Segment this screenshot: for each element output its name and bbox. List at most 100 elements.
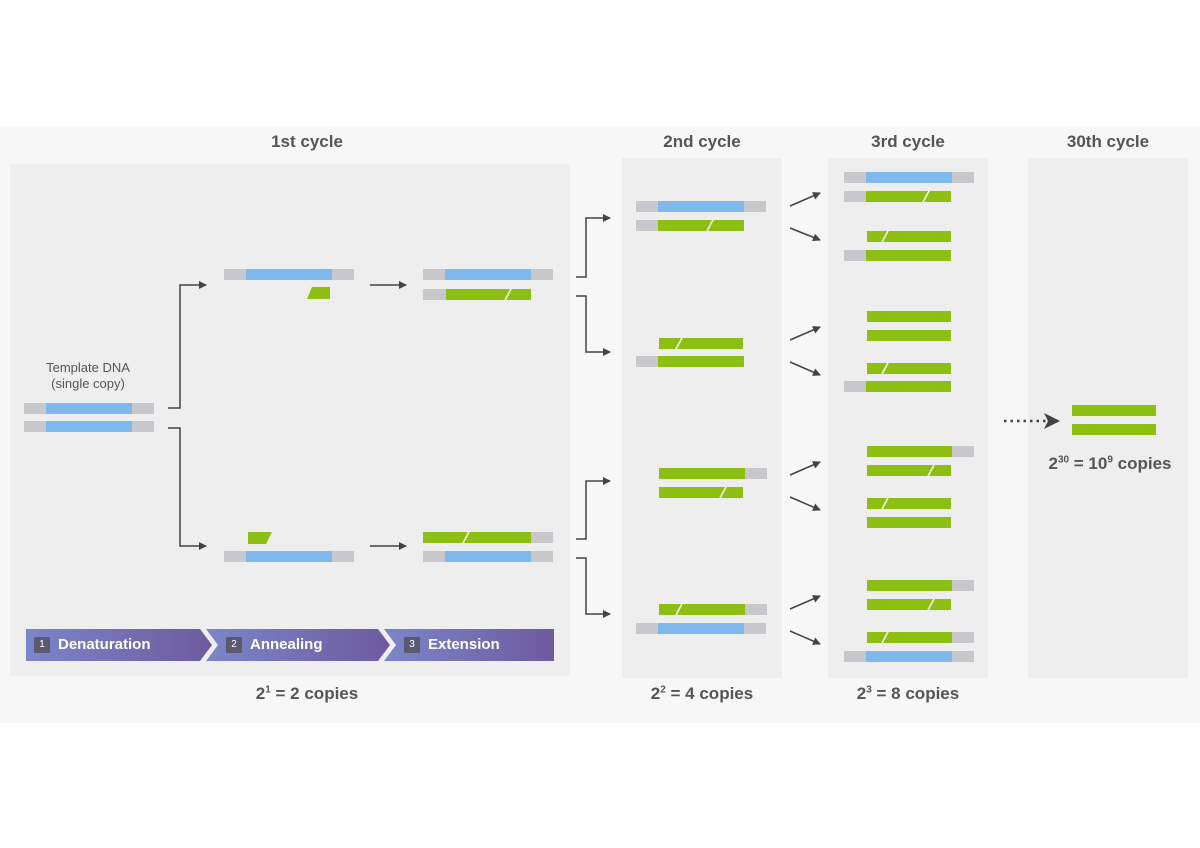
arrow-template-to-top (168, 281, 207, 409)
c1-bottom-ext-new (446, 532, 531, 543)
c3-1-template (866, 172, 952, 183)
c3-5-top (867, 446, 952, 457)
c1-top-ext-new (446, 289, 531, 300)
c2-c-new-bottom-primer-junction (719, 486, 727, 499)
c1-top-ext-template (445, 269, 531, 280)
step3-label: Extension (428, 636, 500, 653)
c3-3-bottom (867, 330, 951, 341)
template-label-line2: (single copy) (51, 376, 125, 391)
cycle1-box (10, 164, 570, 676)
step1-number: 1 (34, 637, 50, 653)
c3-exp: 3 (866, 684, 872, 696)
c3-6-top-primer-junction (881, 497, 889, 510)
c2-b-new-bottom (658, 356, 744, 367)
c3-4-top (867, 363, 951, 374)
pcr-step-bar (26, 629, 554, 661)
cycle-arrows (168, 192, 1060, 645)
c2-rest: = 4 copies (665, 684, 754, 703)
step2-label: Annealing (250, 636, 323, 653)
c1-top-primer (307, 287, 330, 299)
c3-1-new-primer-junction (922, 190, 930, 203)
cycle3-box (828, 158, 988, 678)
c30-rest: copies (1112, 454, 1172, 473)
c1-bottom-ext-template (445, 551, 531, 562)
c2-d-new (659, 604, 745, 615)
c3-7-top (867, 580, 952, 591)
template-label-line1: Template DNA (46, 360, 130, 375)
arrow-c2-to-c3-5 (789, 461, 821, 476)
cycle1-copies: 21 = 2 copies (207, 684, 407, 704)
c2-a-template (658, 201, 744, 212)
c3-5-bottom (867, 465, 951, 476)
cycle1-heading: 1st cycle (271, 132, 343, 151)
c3-7-bottom (867, 599, 951, 610)
c2-b-new-top (659, 338, 743, 349)
c1-bottom-denatured-strand (246, 551, 332, 562)
c2-c-new-bottom (659, 487, 743, 498)
c3-2-top (867, 231, 951, 242)
c3-3-top (867, 311, 951, 322)
c1-bottom-primer (248, 532, 272, 544)
arrow-c1-to-c2-b (576, 295, 611, 356)
arrow-template-to-bottom (168, 427, 207, 550)
arrow-c2-to-c3-8 (789, 630, 821, 645)
cycle2-box (622, 158, 782, 678)
arrow-c2-to-c3-3 (789, 326, 821, 341)
step-annealing-shape (206, 629, 390, 661)
c30-new-top (1072, 405, 1156, 416)
arrow-c2-to-c3-6 (789, 496, 821, 511)
c2-exp: 2 (660, 684, 666, 696)
c30-new-bottom (1072, 424, 1156, 435)
c3-7-bottom-primer-junction (927, 598, 935, 611)
c3-4-bottom (866, 381, 951, 392)
c3-4-top-primer-junction (881, 362, 889, 375)
c3-8-top (867, 632, 952, 643)
c1-bottom-ext-new-primer-junction (462, 531, 470, 544)
step-extension-shape (384, 629, 554, 661)
cycle2-heading: 2nd cycle (663, 132, 741, 151)
step-denaturation-shape (26, 629, 212, 661)
template-dna-label: Template DNA (single copy) (22, 360, 154, 392)
c3-6-top (867, 498, 951, 509)
cycle30-heading: 30th cycle (1066, 132, 1150, 151)
arrow-c2-to-c3-7 (789, 595, 821, 610)
cycle3-heading: 3rd cycle (871, 132, 945, 151)
arrow-c2-to-c3-4 (789, 361, 821, 376)
arrow-c1-to-c2-a (576, 214, 611, 278)
c3-8-template (866, 651, 952, 662)
c2-d-new-primer-junction (675, 603, 683, 616)
c3-rest: = 8 copies (871, 684, 960, 703)
c2-a-new (658, 220, 744, 231)
arrow-c1-to-c2-d (576, 557, 611, 618)
c1-top-ext-new-primer-junction (504, 288, 512, 301)
c1-top-denatured-strand (246, 269, 332, 280)
c3-2-top-primer-junction (881, 230, 889, 243)
c1-exp: 1 (265, 684, 271, 696)
arrow-c2-to-c3-1 (789, 192, 821, 207)
c1-rest: = 2 copies (270, 684, 359, 703)
c3-8-top-primer-junction (881, 631, 889, 644)
dna-strands (24, 172, 1156, 662)
c2-b-new-top-primer-junction (675, 337, 683, 350)
c3-5-bottom-primer-junction (927, 464, 935, 477)
step3-number: 3 (404, 637, 420, 653)
c2-base: 2 (650, 684, 661, 703)
c1-bottom-ext-left (423, 532, 446, 543)
cycle2-copies: 22 = 4 copies (602, 684, 802, 704)
c30-exp2: 9 (1107, 454, 1113, 466)
c30-mid: = 10 (1069, 454, 1108, 473)
c3-base: 2 (856, 684, 867, 703)
c2-c-new-top (659, 468, 745, 479)
arrow-c1-to-c2-c (576, 477, 611, 540)
c2-a-new-primer-junction (706, 219, 714, 232)
c1-base: 2 (255, 684, 266, 703)
step1-label: Denaturation (58, 636, 151, 653)
arrow-c2-to-c3-2 (789, 227, 821, 242)
c3-1-new (866, 191, 951, 202)
c30-exp: 30 (1057, 454, 1070, 466)
cycle30-copies: 230 = 109 copies (1030, 454, 1190, 474)
step2-number: 2 (226, 637, 242, 653)
template-strand-bottom (46, 421, 132, 432)
c3-2-bottom (866, 250, 951, 261)
